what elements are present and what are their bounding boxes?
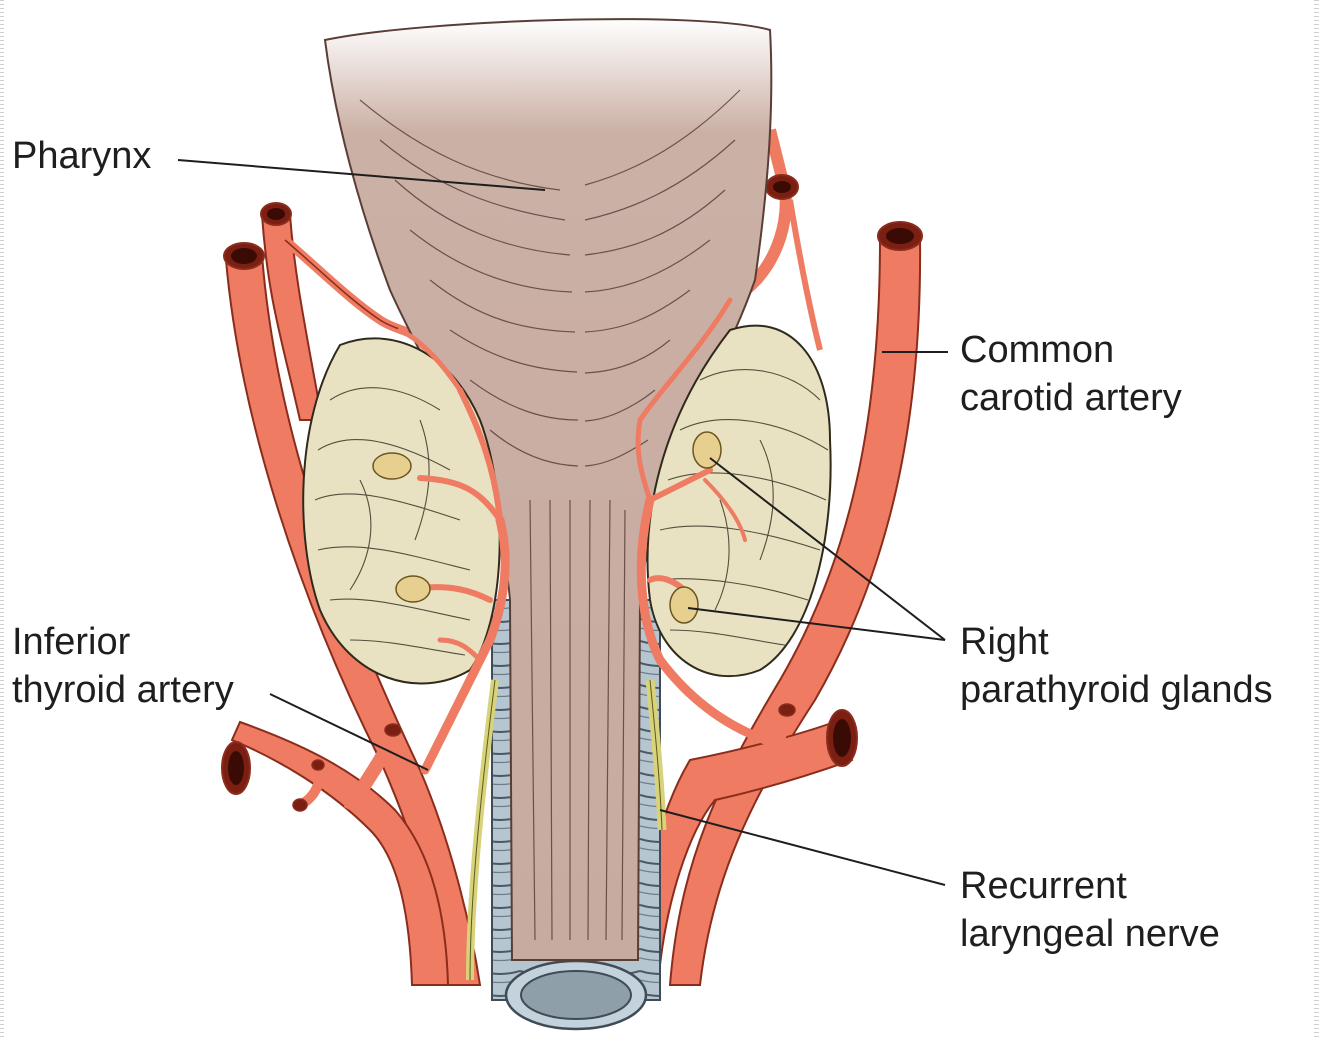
inferior-thyroid-label-line1: Inferior — [12, 618, 234, 666]
common-carotid-label-line1: Common — [960, 326, 1182, 374]
inferior-thyroid-label: Inferior thyroid artery — [12, 618, 234, 714]
recurrent-nerve-label-line2: laryngeal nerve — [960, 910, 1220, 958]
recurrent-nerve-label-line1: Recurrent — [960, 862, 1220, 910]
common-carotid-label: Common carotid artery — [960, 326, 1182, 422]
parathyroid-label-line2: parathyroid glands — [960, 666, 1273, 714]
inferior-thyroid-label-line2: thyroid artery — [12, 666, 234, 714]
pharynx-label: Pharynx — [12, 132, 151, 180]
pharynx-label-text: Pharynx — [12, 135, 151, 177]
parathyroid-label: Right parathyroid glands — [960, 618, 1273, 714]
common-carotid-label-line2: carotid artery — [960, 374, 1182, 422]
recurrent-nerve-label: Recurrent laryngeal nerve — [960, 862, 1220, 958]
parathyroid-label-line1: Right — [960, 618, 1273, 666]
